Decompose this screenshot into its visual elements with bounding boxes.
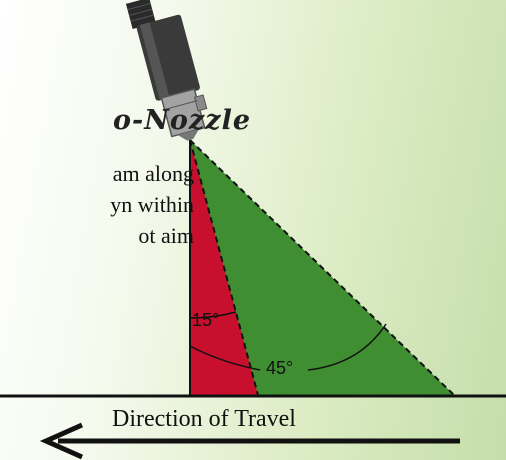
- nozzle-icon: [125, 0, 208, 141]
- angle-arc-45: [189, 345, 261, 371]
- description-line-3: ot aim: [138, 223, 194, 248]
- arrow-left-icon: [39, 422, 460, 460]
- heading-title: o-Nozzle: [113, 105, 252, 136]
- description-line-1: am along: [112, 161, 194, 186]
- angle-label-45: 45°: [266, 358, 294, 378]
- direction-of-travel-label: Direction of Travel: [112, 406, 296, 432]
- angle-label-15: 15°: [192, 310, 220, 330]
- angle-arc-45-right: [307, 323, 387, 371]
- description-text: am along yn within ot aim: [110, 158, 194, 251]
- description-line-2: yn within: [110, 192, 194, 217]
- angle-arc-15: [189, 311, 237, 319]
- dashed-15-line: [189, 139, 259, 396]
- dashed-45-line: [189, 139, 455, 396]
